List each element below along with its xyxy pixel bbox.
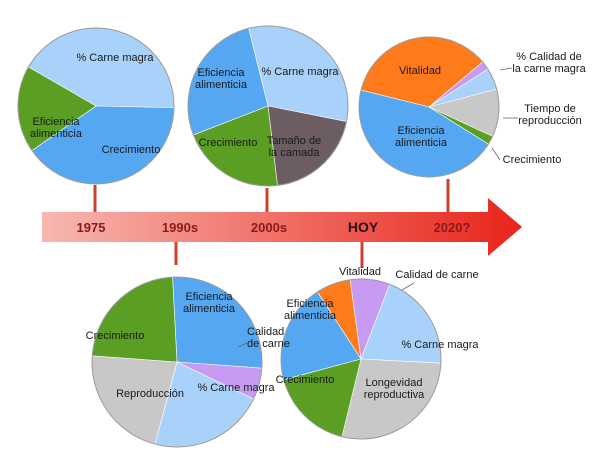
era-label-hoy: HOY: [348, 219, 379, 235]
era-label-2020: 2020?: [434, 220, 471, 235]
slice-label-1990s-reproduccion: Reproducción: [116, 388, 184, 400]
leader-hoy-calidad-de-carne: [401, 282, 415, 291]
slice-label-1975-crecimiento: Crecimiento: [102, 144, 161, 156]
pie-1975: [17, 27, 175, 185]
pie-1990s: [91, 276, 263, 448]
leader-2020-pct-calidad-de-la-carne-magra: [499, 67, 513, 71]
era-label-1975: 1975: [77, 220, 106, 235]
era-label-2000s: 2000s: [251, 220, 287, 235]
slice-label-1990s-pct-carne-magra: % Carne magra: [197, 382, 275, 394]
timeline-arrow-body: [42, 198, 522, 256]
slice-label-hoy-crecimiento: Crecimiento: [276, 374, 335, 386]
slice-label-hoy-vitalidad: Vitalidad: [339, 266, 381, 278]
pie-2000s: [187, 25, 349, 187]
slice-label-2020-crecimiento: Crecimiento: [503, 154, 562, 166]
pie-outline-hoy: [280, 278, 442, 440]
pie-2020: [358, 36, 500, 178]
era-label-1990s: 1990s: [162, 220, 198, 235]
slice-label-2000s-pct-carne-magra: % Carne magra: [261, 66, 339, 78]
slice-label-hoy-pct-carne-magra: % Carne magra: [401, 339, 479, 351]
pie-outline-2000s: [187, 25, 349, 187]
pie-charts: [17, 25, 500, 448]
pie-hoy: [280, 278, 442, 440]
slice-label-1990s-crecimiento: Crecimiento: [86, 330, 145, 342]
leader-2020-crecimiento: [491, 147, 501, 161]
pie-slice-1990s-crecimiento: [91, 276, 178, 363]
slice-label-1975-pct-carne-magra: % Carne magra: [76, 52, 154, 64]
connectors: [93, 179, 450, 268]
slice-label-2020-vitalidad: Vitalidad: [399, 65, 441, 77]
leader-lines: [237, 67, 518, 348]
pie-outline-1990s: [91, 276, 263, 448]
leader-1990s-calidad-de-carne: [237, 342, 248, 348]
pie-outline-2020: [358, 36, 500, 178]
slice-label-hoy-calidad-de-carne: Calidad de carne: [395, 269, 478, 281]
pie-outline-1975: [17, 27, 175, 185]
slice-label-2000s-crecimiento: Crecimiento: [199, 137, 258, 149]
timeline-arrow: 1975 1990s 2000s HOY 2020?: [42, 198, 522, 256]
